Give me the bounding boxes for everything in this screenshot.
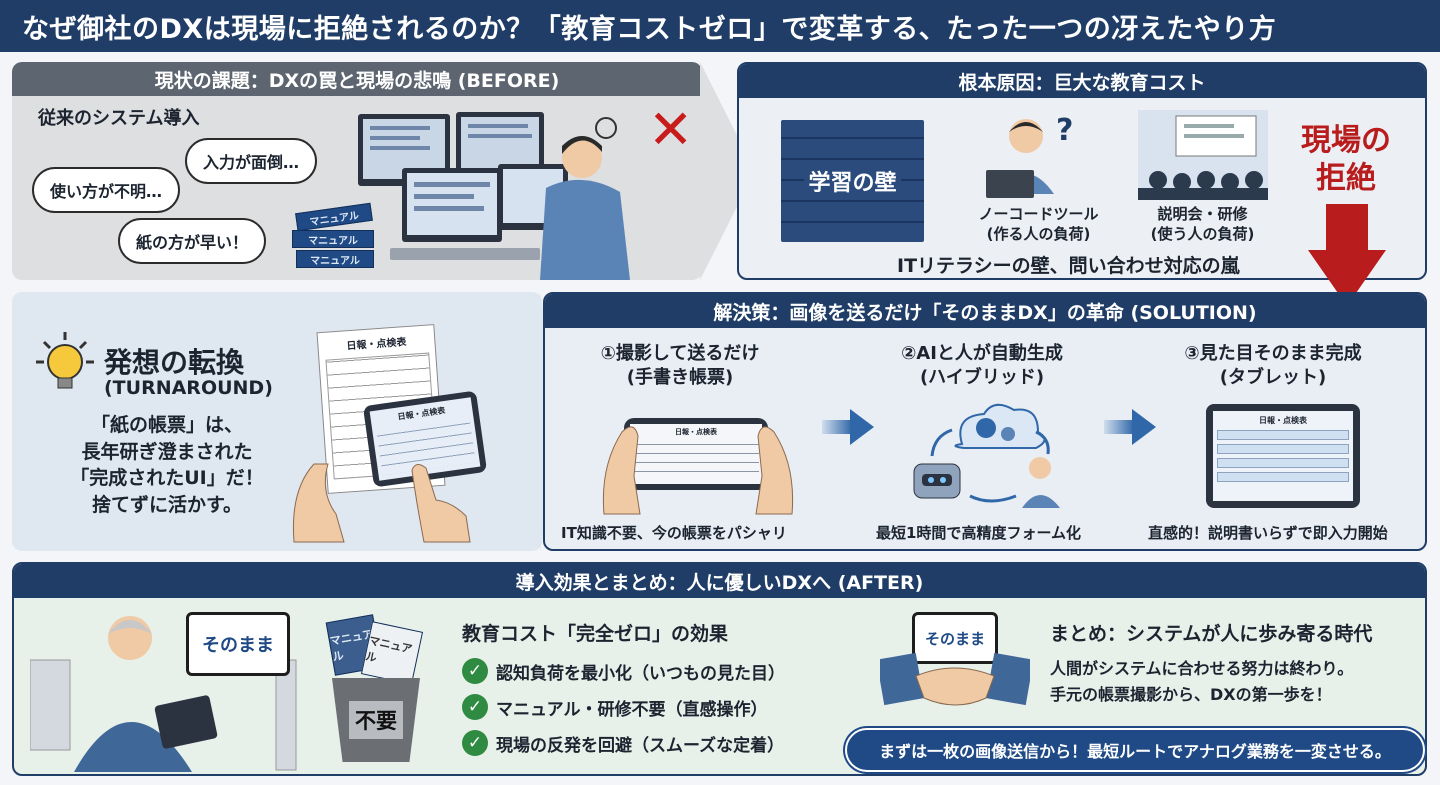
reject-label: 現場の拒絶 bbox=[1301, 123, 1391, 196]
effect-item: ✓認知負荷を最小化（いつもの見た目） bbox=[462, 658, 785, 684]
before-subtitle: 従来のシステム導入 bbox=[38, 108, 200, 129]
training-seminar-icon bbox=[1138, 110, 1268, 200]
sonomama-tablet: そのまま bbox=[186, 612, 290, 676]
step-arrow-shaft bbox=[822, 420, 852, 434]
sonomama-tablet-small: そのまま bbox=[912, 612, 998, 664]
step-arrow-icon bbox=[850, 409, 874, 445]
trash-label: 不要 bbox=[349, 701, 403, 739]
manual-book: マニュアル bbox=[292, 230, 374, 248]
learning-wall: 学習の壁 bbox=[781, 120, 924, 242]
nocode-caption: ノーコードツール(作る人の負荷) bbox=[978, 205, 1099, 244]
reject-x-icon: ✕ bbox=[648, 98, 694, 161]
turnaround-title: 発想の転換 bbox=[104, 346, 245, 379]
manual-book: マニュアル bbox=[296, 250, 374, 268]
check-icon: ✓ bbox=[462, 694, 488, 720]
after-heading: 導入効果とまとめ：人に優しいDXへ (AFTER) bbox=[14, 564, 1425, 598]
complaint-bubble-usage: 使い方が不明… bbox=[32, 167, 181, 213]
cta-banner: まずは一枚の画像送信から！最短ルートでアナログ業務を一変させる。 bbox=[845, 728, 1425, 772]
discarded-manual: マニュアル bbox=[360, 621, 424, 685]
smartphone-camera: 日報・点検表 bbox=[624, 418, 768, 490]
turnaround-message: 「紙の帳票」は、 長年研ぎ澄まされた 「完成されたUI」だ！ 捨てずに活かす。 bbox=[70, 414, 264, 516]
step-1-title: ①撮影して送るだけ(手書き帳票) bbox=[600, 343, 760, 389]
paper-form-title: 日報・点検表 bbox=[346, 337, 407, 353]
office-worker-illustration bbox=[358, 112, 630, 280]
cause-bottom-text: ITリテラシーの壁、問い合わせ対応の嵐 bbox=[897, 255, 1240, 277]
check-icon: ✓ bbox=[462, 730, 488, 756]
step-3-title: ③見た目そのまま完成(タブレット) bbox=[1184, 343, 1362, 389]
cause-heading: 根本原因：巨大な教育コスト bbox=[739, 64, 1425, 98]
solution-heading: 解決策：画像を送るだけ「そのままDX」の革命 (SOLUTION) bbox=[545, 294, 1425, 328]
before-heading: 現状の課題：DXの罠と現場の悲鳴 (BEFORE) bbox=[12, 62, 702, 96]
effect-item: ✓現場の反発を回避（スムーズな定着） bbox=[462, 730, 784, 756]
summary-title: まとめ：システムが人に歩み寄る時代 bbox=[1050, 623, 1373, 645]
phone-hands-icon bbox=[602, 426, 794, 515]
learning-wall-label: 学習の壁 bbox=[804, 163, 901, 199]
step-2-title: ②AIと人が自動生成(ハイブリッド) bbox=[901, 343, 1063, 389]
lightbulb-icon bbox=[36, 332, 94, 389]
ai-hybrid-icon bbox=[913, 403, 1060, 508]
confused-person-icon: ? bbox=[986, 113, 1073, 198]
step-arrow-icon bbox=[1132, 409, 1156, 445]
step-3-caption: 直感的！説明書いらずで即入力開始 bbox=[1148, 524, 1388, 542]
check-icon: ✓ bbox=[462, 658, 488, 684]
trash-bin-icon: 不要 bbox=[332, 678, 420, 762]
result-tablet: 日報・点検表 bbox=[1206, 404, 1360, 508]
hands-icon bbox=[292, 463, 471, 543]
page-title: なぜ御社のDXは現場に拒絶されるのか？「教育コストゼロ」で変革する、たった一つの… bbox=[0, 0, 1440, 52]
effect-item: ✓マニュアル・研修不要（直感操作） bbox=[462, 694, 768, 720]
training-caption: 説明会・研修(使う人の負荷) bbox=[1150, 205, 1255, 244]
step-arrow-shaft bbox=[1104, 420, 1134, 434]
complaint-bubble-input: 入力が面倒… bbox=[185, 138, 318, 184]
reject-arrow bbox=[1326, 204, 1368, 252]
svg-text:?: ? bbox=[1056, 113, 1073, 148]
handshake-icon bbox=[880, 652, 1030, 706]
step-1-caption: IT知識不要、今の帳票をパシャリ bbox=[561, 524, 787, 542]
step-2-caption: 最短1時間で高精度フォーム化 bbox=[876, 524, 1081, 542]
senior-worker-illustration bbox=[30, 616, 297, 772]
turnaround-subtitle: (TURNAROUND) bbox=[104, 377, 273, 399]
effect-title: 教育コスト「完全ゼロ」の効果 bbox=[462, 623, 729, 645]
complaint-bubble-paper: 紙の方が早い！ bbox=[118, 218, 267, 264]
summary-text: 人間がシステムに合わせる努力は終わり。 手元の帳票撮影から、DXの第一歩を！ bbox=[1050, 659, 1354, 704]
